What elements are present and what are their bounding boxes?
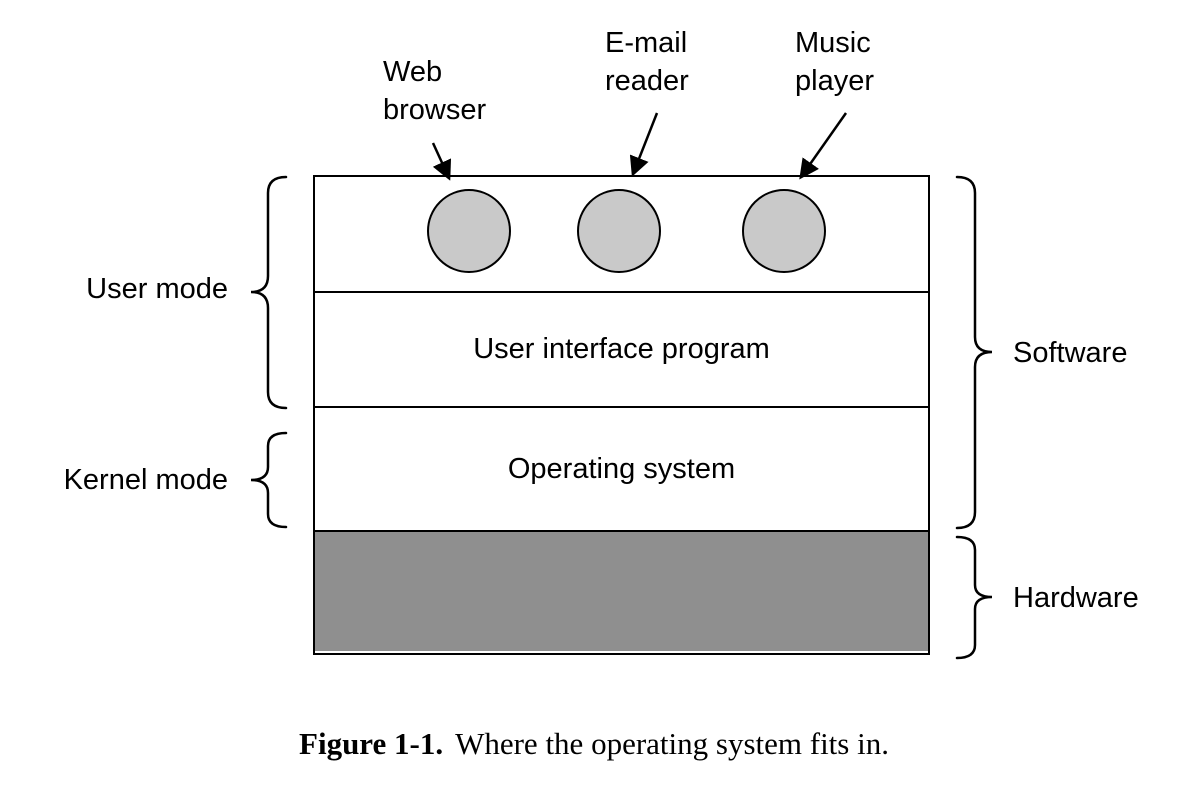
- music-player-arrow: [799, 112, 848, 180]
- music-player-process-circle: [742, 189, 826, 273]
- software-label: Software: [1013, 337, 1128, 369]
- software-brace: [955, 175, 993, 530]
- user-interface-program-layer: User interface program: [315, 293, 928, 408]
- email-reader-label-line1: E-mail: [605, 27, 688, 59]
- figure-caption-text: Where the operating system fits in.: [455, 726, 889, 761]
- email-reader-label-line2: reader: [605, 65, 689, 97]
- hardware-label: Hardware: [1013, 582, 1139, 614]
- application-layer: [315, 177, 928, 293]
- user-mode-label: User mode: [86, 273, 228, 305]
- music-player-label-line1: Music: [795, 27, 871, 59]
- email-reader-process-circle: [577, 189, 661, 273]
- layered-system-box: User interface program Operating system: [313, 175, 930, 655]
- operating-system-layer: Operating system: [315, 408, 928, 532]
- music-player-label: Music player: [795, 24, 874, 100]
- web-browser-label: Web browser: [383, 53, 486, 129]
- user-mode-brace: [250, 175, 288, 410]
- web-browser-arrow: [431, 142, 452, 181]
- operating-system-label: Operating system: [507, 452, 736, 485]
- kernel-mode-label: Kernel mode: [63, 464, 228, 496]
- user-interface-program-label: User interface program: [473, 333, 770, 365]
- web-browser-label-line2: browser: [383, 94, 487, 126]
- kernel-mode-brace: [250, 431, 288, 529]
- email-reader-label: E-mail reader: [605, 24, 689, 100]
- hardware-brace: [955, 535, 993, 660]
- figure-caption: Figure 1-1. Where the operating system fi…: [0, 726, 1188, 762]
- web-browser-process-circle: [427, 189, 511, 273]
- music-player-label-line2: player: [795, 65, 874, 97]
- web-browser-label-line1: Web: [383, 56, 443, 88]
- figure-caption-number: Figure 1-1.: [299, 726, 444, 761]
- hardware-layer: [315, 532, 928, 651]
- email-reader-arrow: [629, 112, 659, 177]
